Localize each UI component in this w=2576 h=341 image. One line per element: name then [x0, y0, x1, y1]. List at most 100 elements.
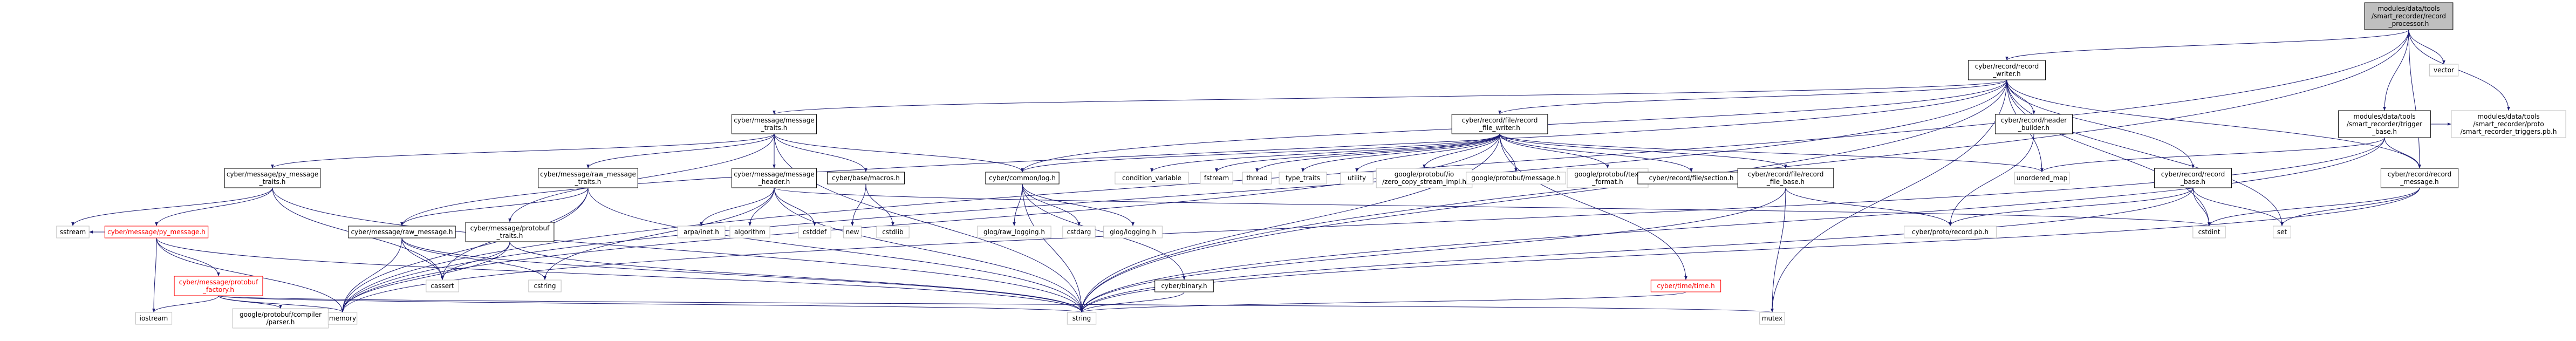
node-binary[interactable]: cyber/binary.h [1154, 279, 1214, 292]
node-raw_traits[interactable]: cyber/message/raw_message_traits.h [538, 168, 638, 188]
edge-file_writer-to-utility [1355, 133, 1500, 173]
edge-root-to-trigger_base [2383, 29, 2409, 111]
node-glog_raw: glog/raw_logging.h [977, 226, 1051, 238]
node-section[interactable]: cyber/record/file/section.h [1637, 172, 1745, 185]
edge-py_message-to-string [156, 237, 1083, 313]
edge-header_builder-to-record_pb [1949, 133, 2034, 227]
edge-macros-to-new [851, 183, 866, 227]
edge-py_message-to-pb_factory [156, 237, 220, 277]
node-label-line: _base.h [2372, 128, 2397, 135]
node-pb_factory[interactable]: cyber/message/protobuf_factory.h [174, 276, 263, 296]
node-trigger_base[interactable]: modules/data/tools/smart_recorder/trigge… [2338, 110, 2431, 138]
node-time[interactable]: cyber/time/time.h [1650, 279, 1721, 292]
node-mutex: mutex [1759, 312, 1785, 325]
node-label-line: google/protobuf/compiler [240, 311, 322, 318]
node-label-line: utility [1348, 174, 1366, 182]
node-record_writer[interactable]: cyber/record/record_writer.h [1967, 60, 2046, 80]
edge-root-to-record_message [2408, 29, 2421, 169]
node-label-line: modules/data/tools [2353, 113, 2415, 120]
node-label-line: vector [2434, 66, 2454, 74]
edge-record_writer-to-cstdint [2006, 79, 2211, 227]
node-label-line: cstddef [803, 228, 827, 236]
node-label-line: _builder.h [2018, 124, 2049, 132]
edge-msg_header-to-string [774, 187, 1083, 313]
node-box [2014, 172, 2070, 185]
node-py_message[interactable]: cyber/message/py_message.h [104, 226, 209, 238]
node-box [465, 222, 555, 242]
edge-record_base-to-string [1080, 187, 2194, 313]
node-label-line: cyber/record/file/record [1748, 170, 1824, 178]
node-label-line: _format.h [1591, 178, 1623, 186]
edge-log-to-cstdarg [1022, 183, 1081, 227]
node-label-line: google/protobuf/io [1395, 170, 1454, 178]
node-msg_traits[interactable]: cyber/message/message_traits.h [732, 114, 817, 134]
edge-record_message-to-string [1080, 187, 2420, 313]
edge-log-to-string [1022, 183, 1083, 313]
edge-msg_traits-to-macros [774, 133, 867, 173]
edge-record_message-to-cstdint [2208, 187, 2420, 227]
edge-root-to-triggers_pb [2408, 29, 2510, 111]
node-file_base[interactable]: cyber/record/file/record_file_base.h [1737, 168, 1834, 188]
node-box [2429, 64, 2459, 77]
edge-record_writer-to-memory [341, 79, 2007, 313]
edge-py_traits-to-string [272, 187, 1083, 313]
node-box [876, 226, 910, 238]
edge-binary-to-string [1080, 291, 1185, 313]
node-box [1904, 226, 1997, 238]
node-box [2364, 2, 2454, 30]
node-py_traits[interactable]: cyber/message/py_message_traits.h [224, 168, 321, 188]
node-label-line: sstream [60, 228, 86, 236]
node-label-line: _base.h [2180, 178, 2205, 186]
edge-record_writer-to-mutex [1771, 79, 2007, 313]
node-label-line: unordered_map [2017, 174, 2068, 182]
node-box [1340, 172, 1374, 185]
node-label-line: _traits.h [259, 178, 286, 186]
node-label-line: algorithm [734, 228, 766, 236]
node-label-line: cyber/message/message [734, 117, 815, 124]
edge-file_base-to-string [1080, 187, 1786, 313]
node-box [1062, 226, 1096, 238]
node-label-line: /smart_recorder/record [2372, 12, 2446, 20]
node-unordered_map: unordered_map [2014, 172, 2070, 185]
node-record_message[interactable]: cyber/record/record_message.h [2380, 168, 2459, 188]
node-record_base[interactable]: cyber/record/record_base.h [2154, 168, 2232, 188]
node-box [2154, 168, 2232, 188]
node-pb_traits[interactable]: cyber/message/protobuf_traits.h [465, 222, 555, 242]
node-header_builder[interactable]: cyber/record/header_builder.h [1994, 114, 2073, 134]
node-label-line: cyber/message/message [734, 170, 815, 178]
node-label-line: _traits.h [496, 232, 523, 240]
edge-log-to-glog_logging [1022, 183, 1135, 227]
node-label-line: set [2277, 228, 2287, 236]
edge-pb_factory-to-iostream [152, 295, 219, 313]
node-string: string [1067, 312, 1097, 325]
node-raw_message[interactable]: cyber/message/raw_message.h [348, 226, 456, 238]
node-label-line: google/protobuf/message.h [1471, 174, 1560, 182]
edge-raw_message-to-cassert [401, 237, 444, 281]
node-log[interactable]: cyber/common/log.h [985, 172, 1060, 185]
edge-file_writer-to-gp_text_format [1499, 133, 1609, 169]
edge-file_writer-to-zero_copy [1423, 133, 1500, 169]
node-root[interactable]: modules/data/tools/smart_recorder/record… [2364, 2, 2454, 30]
node-box [1759, 312, 1785, 325]
node-label-line: /smart_recorder_triggers.pb.h [2461, 128, 2557, 135]
node-label-line: _file_writer.h [1479, 124, 1520, 132]
node-msg_header[interactable]: cyber/message/message_header.h [732, 168, 817, 188]
edge-msg_header-to-cstdint [774, 187, 2211, 227]
node-label-line: cyber/record/record [2161, 170, 2225, 178]
node-label-line: cstdint [2198, 228, 2220, 236]
node-label-line: mutex [1762, 315, 1782, 322]
node-box [1567, 168, 1649, 188]
node-label-line: new [846, 228, 859, 236]
node-label-line: condition_variable [1122, 174, 1181, 182]
node-label-line: cyber/message/raw_message [540, 170, 636, 178]
node-label-line: cyber/message/protobuf [470, 224, 550, 232]
edge-log-to-glog_raw [1013, 183, 1023, 227]
node-file_writer[interactable]: cyber/record/file/record_file_writer.h [1451, 114, 1548, 134]
node-label-line: _message.h [2400, 178, 2438, 186]
node-macros[interactable]: cyber/base/macros.h [826, 172, 905, 185]
edge-raw_traits-to-memory [341, 187, 589, 313]
edge-pb_factory-to-string [218, 295, 1083, 313]
edge-file_writer-to-thread [1255, 133, 1500, 173]
node-record_pb: cyber/proto/record.pb.h [1904, 226, 1997, 238]
node-label-line: arpa/inet.h [684, 228, 719, 236]
